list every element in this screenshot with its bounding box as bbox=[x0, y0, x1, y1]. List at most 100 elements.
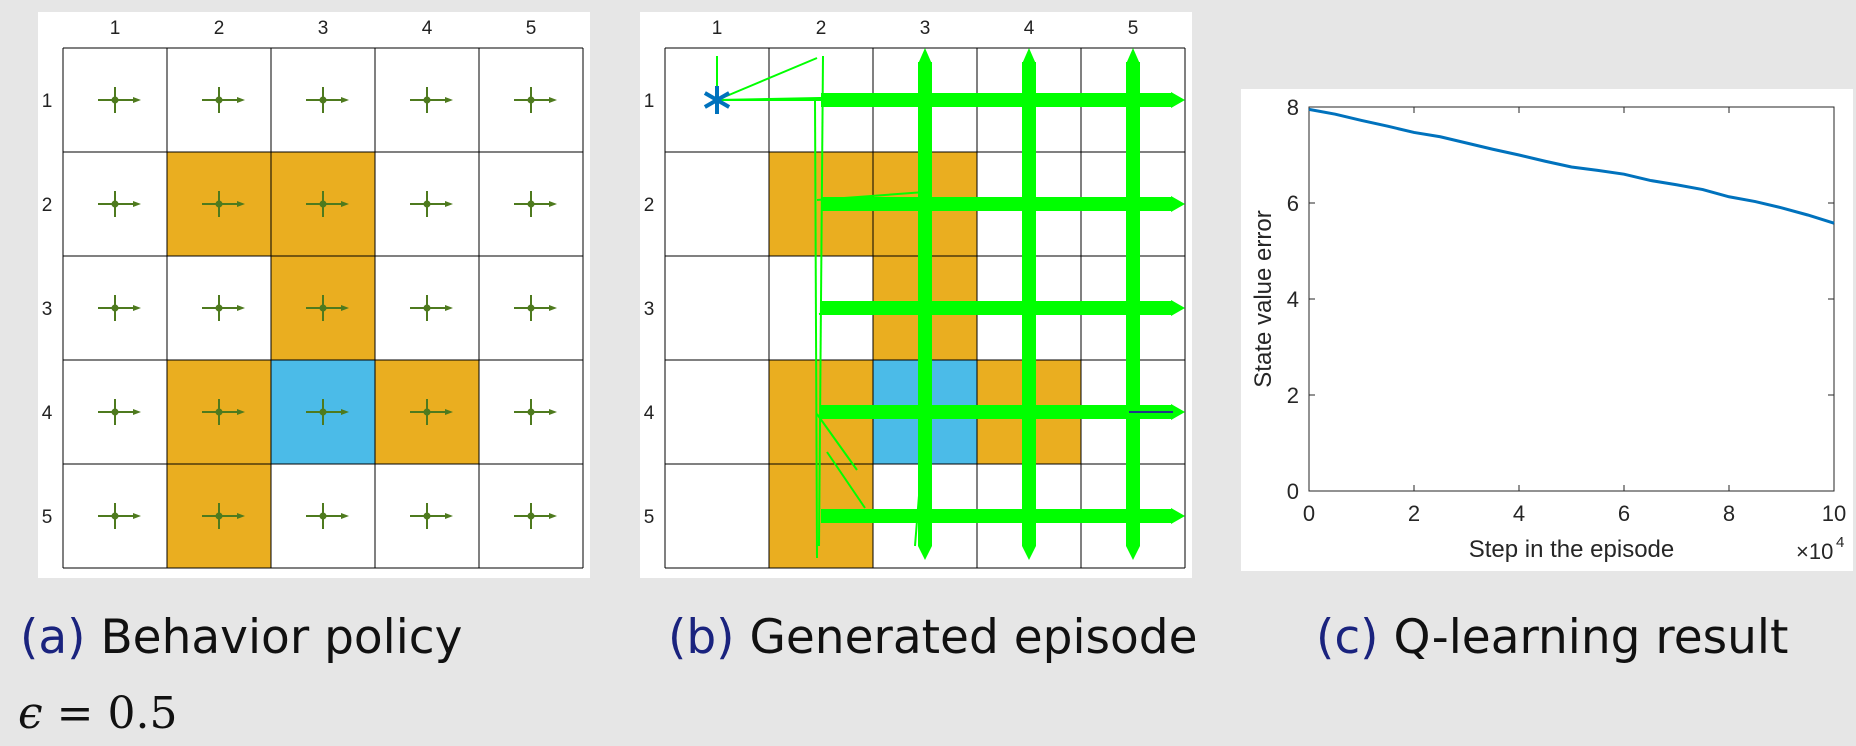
episode-row-label: 5 bbox=[644, 507, 655, 528]
y-tick-label: 2 bbox=[1287, 383, 1299, 408]
episode-thin-path bbox=[826, 451, 866, 509]
policy-row-label: 1 bbox=[42, 91, 53, 112]
y-tick-label: 8 bbox=[1287, 95, 1299, 120]
policy-arrow-icon bbox=[306, 87, 349, 113]
episode-thin-path bbox=[816, 191, 926, 201]
y-tick-label: 4 bbox=[1287, 287, 1299, 312]
policy-arrow-icon bbox=[514, 191, 557, 217]
x-tick-label: 6 bbox=[1618, 501, 1630, 526]
episode-arrowhead bbox=[1171, 92, 1185, 108]
x-tick-label: 4 bbox=[1513, 501, 1525, 526]
policy-row-label: 4 bbox=[42, 403, 53, 424]
x-tick-label: 2 bbox=[1408, 501, 1420, 526]
episode-row-label: 1 bbox=[644, 91, 655, 112]
caption-text-b: Generated episode bbox=[749, 610, 1198, 665]
x-axis-label: Step in the episode bbox=[1469, 536, 1675, 563]
episode-arrowhead bbox=[918, 546, 932, 560]
generated-episode-panel: 1 2 3 4 5 1 2 3 4 5 bbox=[640, 12, 1192, 578]
policy-arrow-icon bbox=[410, 191, 453, 217]
episode-thin-path bbox=[816, 413, 858, 471]
policy-arrow-icon bbox=[202, 399, 245, 425]
policy-arrow-icon bbox=[306, 191, 349, 217]
caption-behavior-policy: (a) Behavior policy bbox=[20, 610, 462, 665]
episode-col-label: 1 bbox=[712, 18, 723, 39]
policy-col-label: 3 bbox=[318, 18, 329, 39]
x-exponent-power: 4 bbox=[1836, 534, 1844, 551]
x-exponent-label: ×10 bbox=[1796, 539, 1833, 564]
episode-col-label: 2 bbox=[816, 18, 827, 39]
episode-arrowhead bbox=[1171, 300, 1185, 316]
policy-arrow-icon bbox=[202, 295, 245, 321]
episode-row-label: 3 bbox=[644, 299, 655, 320]
episode-thin-path bbox=[716, 95, 926, 101]
y-tick-label: 6 bbox=[1287, 191, 1299, 216]
caption-tag-c: (c) bbox=[1316, 610, 1379, 665]
policy-arrow-icon bbox=[306, 503, 349, 529]
episode-thin-path bbox=[814, 99, 818, 559]
policy-arrow-icon bbox=[202, 191, 245, 217]
episode-arrowhead bbox=[1171, 196, 1185, 212]
episode-arrowhead bbox=[1171, 508, 1185, 524]
policy-arrow-icon bbox=[410, 295, 453, 321]
policy-arrow-icon bbox=[514, 295, 557, 321]
episode-col-label: 3 bbox=[920, 18, 931, 39]
generated-episode-grid: 1 2 3 4 5 1 2 3 4 5 bbox=[644, 18, 1186, 569]
policy-col-label: 2 bbox=[214, 18, 225, 39]
episode-thin-path bbox=[914, 419, 926, 547]
episode-row-label: 4 bbox=[644, 403, 655, 424]
episode-arrowhead bbox=[1171, 404, 1185, 420]
policy-arrow-icon bbox=[202, 87, 245, 113]
episode-thin-path bbox=[716, 57, 818, 101]
caption-text-a: Behavior policy bbox=[100, 610, 463, 665]
epsilon-symbol: ϵ bbox=[18, 688, 43, 739]
policy-arrow-icon bbox=[514, 503, 557, 529]
x-tick-label: 0 bbox=[1303, 501, 1315, 526]
episode-col-label: 4 bbox=[1024, 18, 1035, 39]
behavior-policy-grid: 1 2 3 4 5 1 2 3 4 5 bbox=[42, 18, 584, 569]
policy-col-label: 5 bbox=[526, 18, 537, 39]
policy-arrow-icon bbox=[98, 399, 141, 425]
episode-arrowhead bbox=[1022, 48, 1036, 64]
episode-thin-path bbox=[818, 301, 926, 315]
plot-area bbox=[1308, 106, 1835, 492]
episode-col-label: 5 bbox=[1128, 18, 1139, 39]
episode-arrowhead bbox=[1022, 546, 1036, 560]
policy-arrow-icon bbox=[98, 503, 141, 529]
epsilon-text: = 0.5 bbox=[42, 688, 178, 739]
behavior-policy-panel: 1 2 3 4 5 1 2 3 4 5 bbox=[38, 12, 590, 578]
policy-arrow-icon bbox=[202, 503, 245, 529]
caption-q-learning-result: (c) Q-learning result bbox=[1316, 610, 1788, 665]
y-tick-label: 0 bbox=[1287, 479, 1299, 504]
policy-row-label: 5 bbox=[42, 507, 53, 528]
policy-arrow-icon bbox=[410, 87, 453, 113]
y-axis-label: State value error bbox=[1250, 210, 1277, 387]
policy-arrow-icon bbox=[306, 295, 349, 321]
x-tick-label: 8 bbox=[1723, 501, 1735, 526]
x-tick-label: 10 bbox=[1822, 501, 1846, 526]
episode-arrowhead bbox=[1126, 48, 1140, 64]
epsilon-value: ϵ = 0.5 bbox=[18, 688, 177, 739]
state-value-error-line bbox=[1308, 107, 1835, 225]
policy-arrow-icon bbox=[98, 191, 141, 217]
caption-text-c: Q-learning result bbox=[1393, 610, 1789, 665]
episode-arrowhead bbox=[1126, 546, 1140, 560]
episode-thin-path bbox=[818, 55, 824, 547]
policy-col-label: 4 bbox=[422, 18, 433, 39]
episode-arrowhead bbox=[918, 48, 932, 64]
caption-generated-episode: (b) Generated episode bbox=[668, 610, 1198, 665]
episode-row-label: 2 bbox=[644, 195, 655, 216]
caption-tag-b: (b) bbox=[668, 610, 735, 665]
policy-arrow-icon bbox=[98, 295, 141, 321]
policy-arrow-icon bbox=[514, 399, 557, 425]
policy-arrow-icon bbox=[410, 503, 453, 529]
policy-row-label: 3 bbox=[42, 299, 53, 320]
policy-row-label: 2 bbox=[42, 195, 53, 216]
start-marker-icon bbox=[703, 86, 731, 114]
policy-col-label: 1 bbox=[110, 18, 121, 39]
policy-arrow-icon bbox=[98, 87, 141, 113]
policy-arrow-icon bbox=[410, 399, 453, 425]
policy-arrow-icon bbox=[514, 87, 557, 113]
policy-arrow-icon bbox=[306, 399, 349, 425]
